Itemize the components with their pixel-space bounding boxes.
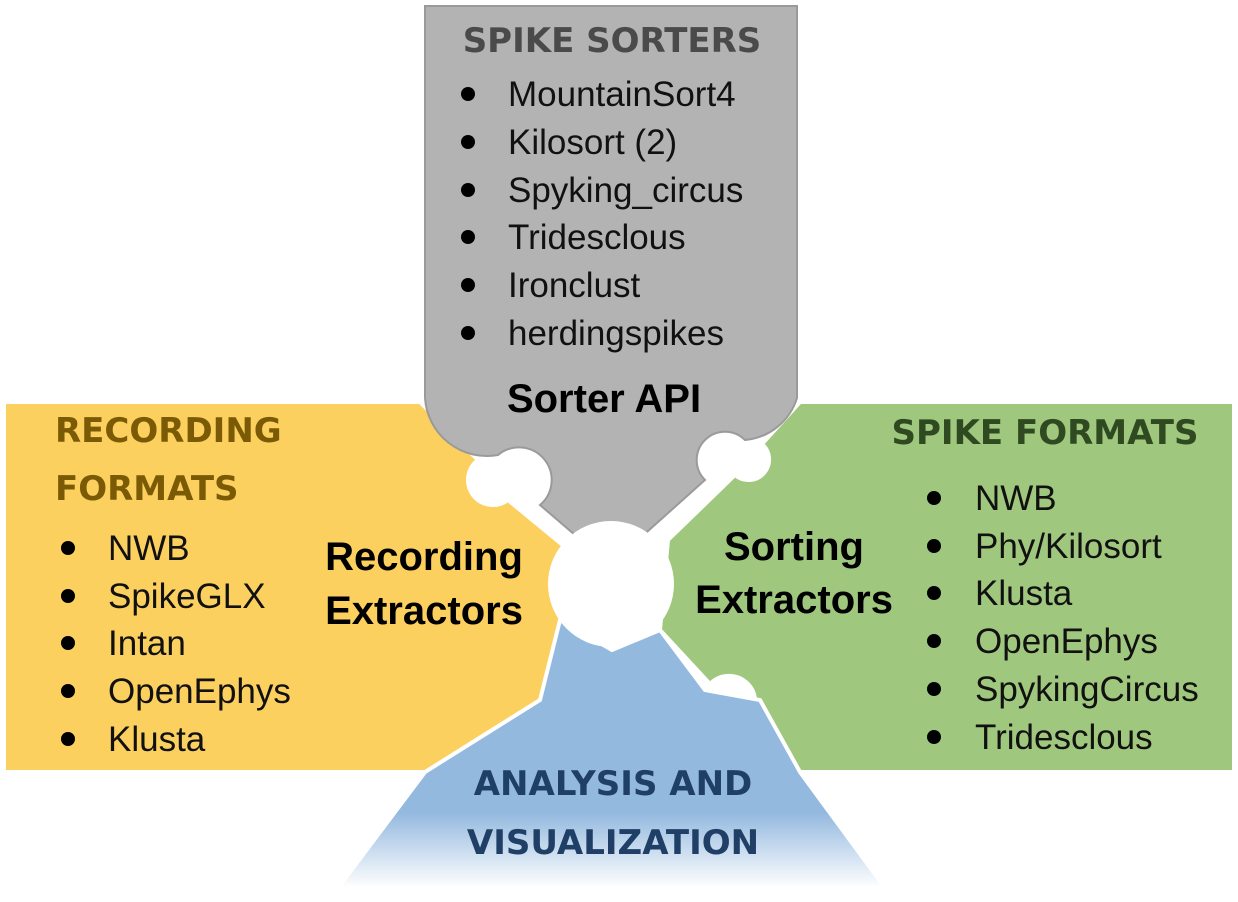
sorting-extractors-line1: Sorting (724, 525, 864, 569)
recording-formats-piece (2, 400, 579, 774)
bullet-icon (461, 183, 475, 197)
bullet-icon (61, 636, 75, 650)
bullet-icon (927, 491, 941, 505)
spike-format-item: OpenEphys (975, 622, 1158, 661)
recording-item: Klusta (108, 720, 206, 759)
spike-format-item: SpykingCircus (975, 670, 1199, 709)
center-hole (548, 521, 674, 647)
sorter-item: herdingspikes (508, 314, 724, 353)
bullet-icon (927, 634, 941, 648)
recording-item: OpenEphys (108, 672, 291, 711)
recording-formats-title-line2: FORMATS (55, 469, 239, 509)
recording-item: Intan (108, 624, 186, 663)
bullet-icon (927, 539, 941, 553)
spike-sorters-title: SPIKE SORTERS (463, 21, 762, 61)
recording-extractors-line1: Recording (325, 535, 523, 579)
bullet-icon (61, 732, 75, 746)
spike-format-item: NWB (975, 479, 1057, 518)
bullet-icon (461, 135, 475, 149)
bullet-icon (61, 684, 75, 698)
bullet-icon (461, 326, 475, 340)
sorter-item: MountainSort4 (508, 75, 736, 114)
analysis-title-line2: VISUALIZATION (467, 823, 759, 863)
bullet-icon (927, 682, 941, 696)
bullet-icon (61, 589, 75, 603)
spike-formats-list: NWB Phy/Kilosort Klusta OpenEphys Spykin… (927, 479, 1199, 757)
spike-formats-title: SPIKE FORMATS (892, 413, 1199, 453)
bullet-icon (461, 87, 475, 101)
bullet-icon (461, 278, 475, 292)
recording-extractors-line2: Extractors (325, 589, 523, 633)
bullet-icon (927, 730, 941, 744)
recording-item: NWB (108, 529, 190, 568)
sorters-list: MountainSort4 Kilosort (2) Spyking_circu… (461, 75, 743, 353)
spike-format-item: Tridesclous (975, 718, 1153, 757)
sorter-api-label: Sorter API (507, 377, 701, 421)
analysis-visualization-piece (334, 616, 889, 890)
sorter-item: Spyking_circus (508, 171, 743, 210)
spike-sorters-piece (424, 5, 798, 567)
spike-format-item: Phy/Kilosort (975, 527, 1162, 566)
recording-item: SpikeGLX (108, 577, 266, 616)
bullet-icon (61, 541, 75, 555)
sorter-item: Tridesclous (508, 218, 686, 257)
sorter-item: Kilosort (2) (508, 123, 677, 162)
bullet-icon (927, 586, 941, 600)
sorter-item: Ironclust (508, 266, 641, 305)
spike-format-item: Klusta (975, 574, 1073, 613)
bullet-icon (461, 230, 475, 244)
recording-list: NWB SpikeGLX Intan OpenEphys Klusta (61, 529, 291, 759)
recording-formats-title-line1: RECORDING (55, 411, 282, 451)
analysis-title-line1: ANALYSIS AND (474, 764, 753, 804)
sorting-extractors-line2: Extractors (695, 578, 893, 622)
